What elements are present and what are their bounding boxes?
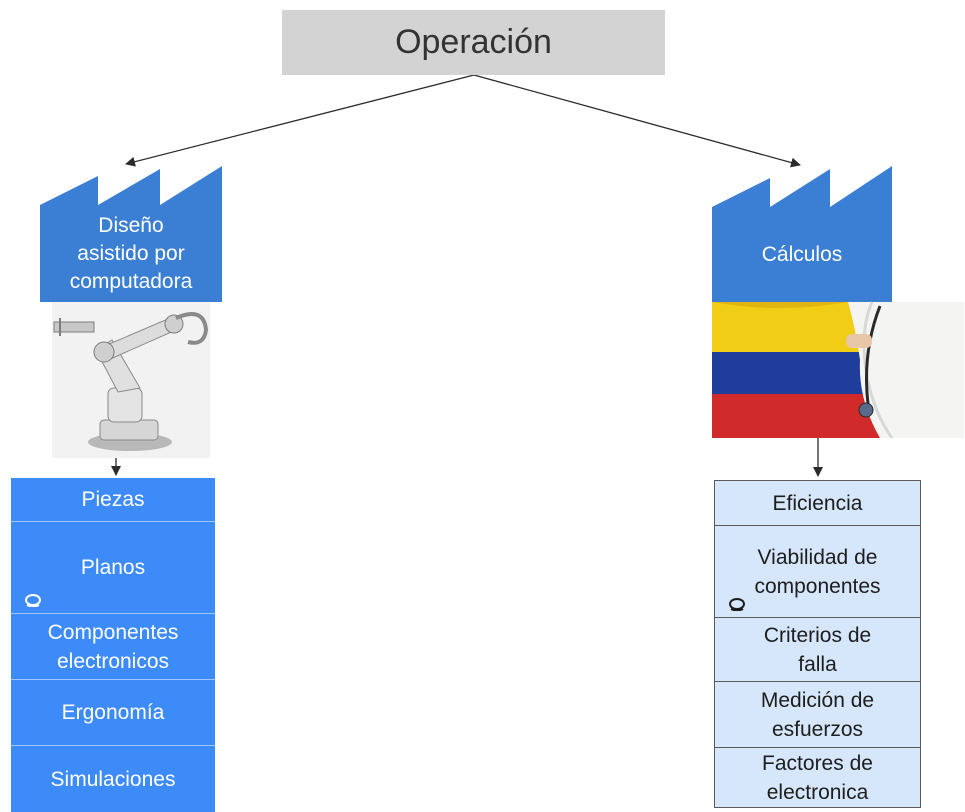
list-item-label: Ergonomía — [61, 701, 165, 724]
arrow-root-to-right — [473, 74, 801, 168]
list-item-label: Factores de electronica — [762, 751, 873, 804]
list-item-label: Medición de esfuerzos — [760, 688, 875, 741]
list-item-label: Criterios de falla — [763, 623, 872, 676]
root-node: Operación — [282, 10, 665, 75]
factory-shape-left — [40, 166, 222, 302]
arrow-root-to-left — [125, 74, 475, 167]
list-item-componentes: Componentes electronicos — [11, 614, 215, 680]
colombia-flag-doctor-image — [712, 301, 964, 439]
list-item-viabilidad: Viabilidad de componentes — [714, 526, 921, 618]
list-item-eficiencia: Eficiencia — [714, 480, 921, 526]
left-item-list: Piezas Planos Componentes electronicos E… — [11, 478, 215, 812]
list-item-label: Simulaciones — [50, 767, 176, 791]
list-item-piezas: Piezas — [11, 478, 215, 522]
list-item-ergonomia: Ergonomía — [11, 680, 215, 746]
list-item-label: Viabilidad de componentes — [754, 545, 881, 598]
comment-icon[interactable] — [23, 593, 43, 607]
right-item-list: Eficiencia Viabilidad de componentes Cri… — [714, 480, 921, 808]
list-item-label: Planos — [80, 556, 146, 579]
list-item-medicion: Medición de esfuerzos — [714, 682, 921, 748]
comment-icon[interactable] — [727, 597, 747, 611]
left-branch-title: Diseño asistido por computadora — [69, 213, 193, 293]
factory-shape-right — [712, 166, 892, 302]
list-item-criterios: Criterios de falla — [714, 618, 921, 682]
list-item-label: Componentes electronicos — [47, 620, 179, 673]
list-item-planos: Planos — [11, 522, 215, 614]
list-item-simulaciones: Simulaciones — [11, 746, 215, 812]
list-item-label: Piezas — [81, 488, 145, 511]
list-item-factores: Factores de electronica — [714, 748, 921, 808]
robot-arm-image — [52, 302, 210, 458]
right-branch-title: Cálculos — [761, 242, 843, 266]
list-item-label: Eficiencia — [772, 491, 863, 515]
